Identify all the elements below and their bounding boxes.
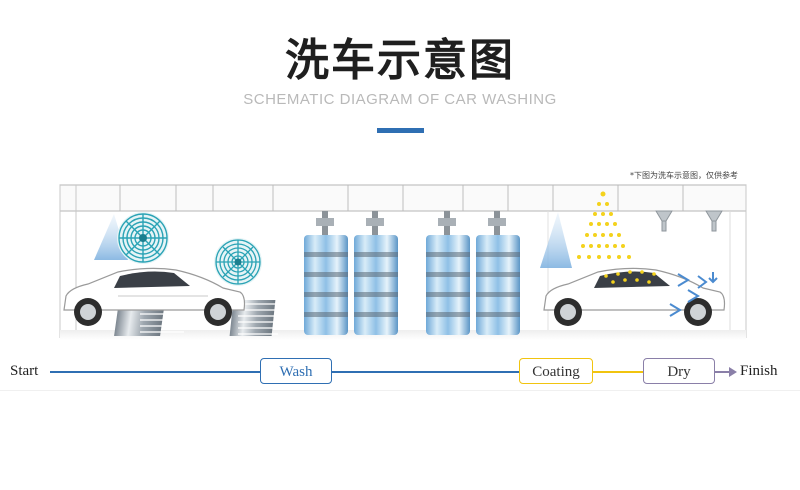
flow-step-coating: Coating — [519, 358, 593, 384]
flow-line-start-wash — [50, 371, 260, 373]
reference-note: *下图为洗车示意图，仅供参考 — [630, 171, 738, 180]
gantry-frame — [59, 184, 747, 340]
wash-brush-icon — [117, 212, 169, 264]
air-flow-icon — [669, 272, 718, 317]
wash-brush-icon — [214, 238, 262, 286]
coating-droplets-icon — [604, 270, 656, 284]
flow-step-dry: Dry — [643, 358, 715, 384]
flow-finish-label: Finish — [740, 363, 778, 379]
title-accent-bar — [377, 128, 424, 133]
bottom-rule — [0, 390, 800, 391]
car-wash-scene — [59, 184, 747, 340]
arrow-right-icon — [729, 367, 737, 377]
flow-line-wash-coating — [332, 371, 519, 373]
flow-step-wash: Wash — [260, 358, 332, 384]
flow-line-dry-finish — [715, 371, 731, 373]
car-icon — [543, 267, 726, 326]
flow-line-coating-dry — [593, 371, 643, 373]
page-subtitle: SCHEMATIC DIAGRAM OF CAR WASHING — [243, 91, 557, 108]
roller-brush-icon — [426, 211, 520, 335]
car-icon — [63, 267, 246, 326]
flow-start-label: Start — [10, 363, 39, 379]
dryer-nozzle-icon — [655, 210, 723, 232]
rinse-spray-icon — [540, 212, 572, 268]
roller-brush-icon — [304, 211, 398, 335]
page-title: 洗车示意图 — [285, 35, 515, 86]
coating-spray-icon — [577, 191, 631, 259]
